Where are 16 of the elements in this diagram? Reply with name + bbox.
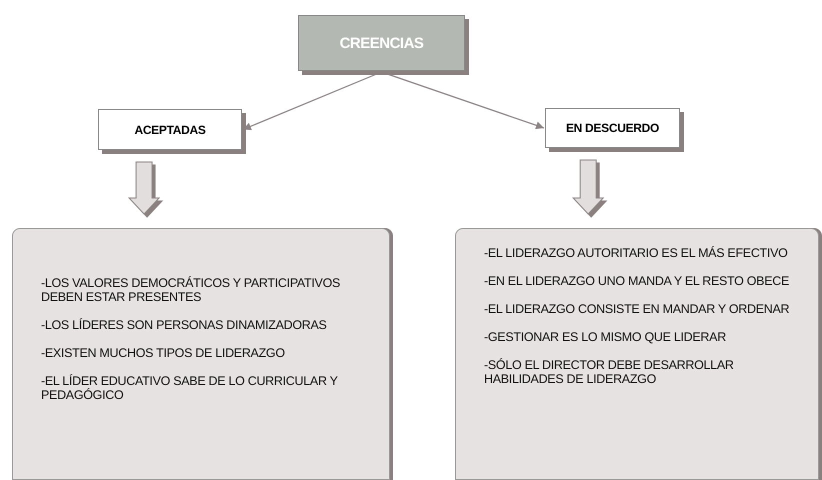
belief-statement: -LOS LÍDERES SON PERSONAS DINAMIZADORAS [41,318,327,332]
belief-statement: -EN EL LIDERAZGO UNO MANDA Y EL RESTO OBECE [484,274,790,288]
box-label: CREENCIAS [340,34,424,52]
belief-statement: -SÓLO EL DIRECTOR DEBE DESARROLLAR HABILIDADES DE LIDERAZGO [484,358,735,386]
box-label: ACEPTADAS [134,122,206,136]
box-label: EN DESCUERDO [566,121,660,135]
belief-panel [12,228,390,480]
belief-statement: -EXISTEN MUCHOS TIPOS DE LIDERAZGO [41,346,285,360]
belief-statement: -GESTIONAR ES LO MISMO QUE LIDERAR [484,330,726,344]
block-arrow [128,162,160,215]
belief-statement: -EL LÍDER EDUCATIVO SABE DE LO CURRICULAR Y PEDAGÓGICO [41,374,338,402]
belief-panel [455,228,819,480]
belief-statement: -EL LIDERAZGO AUTORITARIO ES EL MÁS EFECTIVO [484,246,788,260]
block-arrow [572,160,604,215]
belief-statement: -EL LIDERAZGO CONSISTE EN MANDAR Y ORDENAR [484,302,790,316]
belief-statement: -LOS VALORES DEMOCRÁTICOS Y PARTICIPATIVOS DEBEN ESTAR PRESENTES [41,276,342,304]
